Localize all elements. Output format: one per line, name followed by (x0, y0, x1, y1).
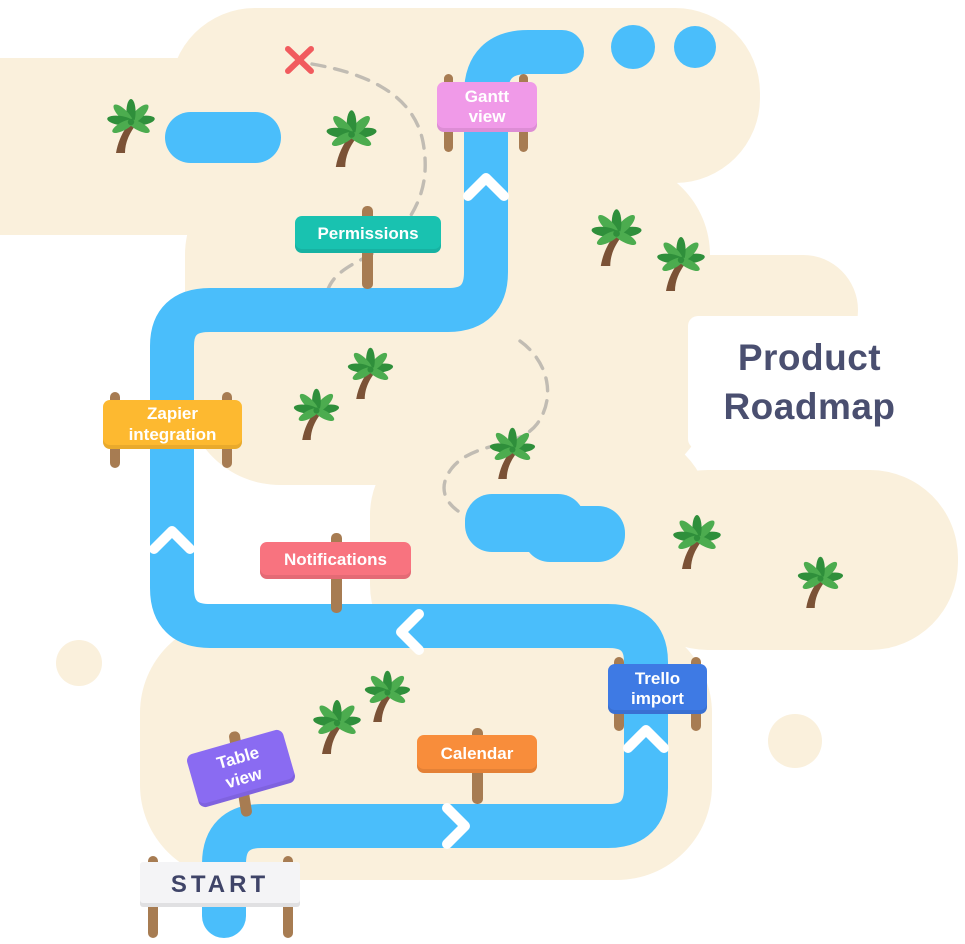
page-title: Product Roadmap (688, 316, 931, 449)
palm-tree-icon (325, 110, 378, 167)
sign-trello-import: Trello import (608, 664, 707, 714)
palm-tree-icon (489, 427, 536, 479)
sign-calendar: Calendar (417, 735, 537, 773)
palm-tree-icon (590, 209, 643, 266)
lake-icon (165, 112, 281, 163)
lake-icon (465, 494, 625, 562)
island-shape-right (620, 470, 958, 650)
title-text: Product Roadmap (723, 337, 896, 427)
palm-tree-icon (797, 556, 844, 608)
sign-notifications: Notifications (260, 542, 411, 579)
island-islet-left (56, 640, 102, 686)
river-path (150, 30, 668, 938)
sign-label: Notifications (284, 550, 387, 570)
palm-tree-icon (672, 515, 722, 569)
palm-tree-icon (293, 388, 340, 440)
sign-label: Gantt view (464, 86, 510, 126)
palm-tree-icon (312, 700, 362, 754)
sign-zapier-integration: Zapier integration (103, 400, 242, 449)
dashed-trail (310, 62, 427, 298)
path-dot-icon (611, 25, 716, 69)
sign-label: Calendar (440, 743, 514, 763)
sign-label: START (170, 870, 270, 898)
palm-tree-icon (656, 237, 706, 291)
x-marks-the-spot-icon (285, 46, 314, 74)
sign-label: Zapier integration (128, 404, 217, 444)
direction-chevron-icon (149, 173, 669, 849)
palm-tree-icon (106, 99, 156, 153)
island-islet-right (768, 714, 822, 768)
sign-label: Permissions (317, 224, 419, 244)
palm-tree-icon (364, 670, 411, 722)
sign-label: Trello import (631, 668, 684, 708)
dashed-trail (442, 339, 550, 513)
sign-start: START (140, 862, 300, 907)
palm-tree-icon (347, 347, 394, 399)
sign-gantt-view: Gantt view (437, 82, 537, 132)
sign-label: Table view (214, 743, 264, 792)
sign-permissions: Permissions (295, 216, 441, 253)
